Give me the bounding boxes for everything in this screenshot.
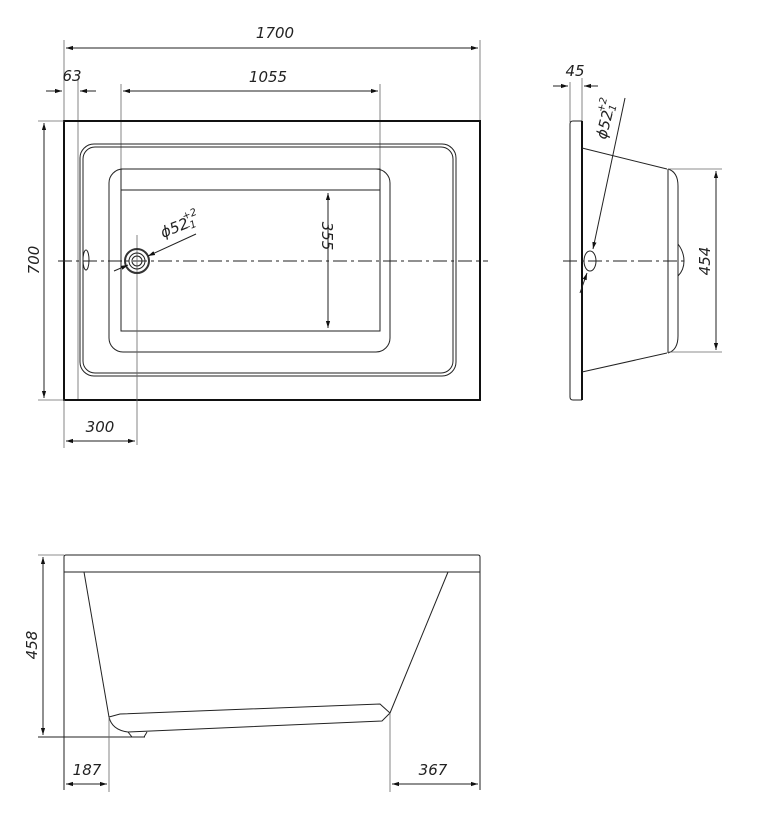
label-458: 458 [23, 631, 41, 660]
dim-height: 458 [23, 554, 145, 738]
dim-overall-length: 1700 [63, 24, 481, 120]
label-367: 367 [419, 761, 448, 779]
dim-rim-offset: 63 [46, 67, 96, 400]
drain-icon [124, 235, 150, 445]
label-355: 355 [318, 222, 336, 251]
dim-left-offset: 187 [66, 717, 110, 792]
label-1055: 1055 [249, 68, 287, 86]
side-view: 45 454 ϕ52 +2 -1 [553, 62, 722, 401]
label-63: 63 [62, 67, 81, 85]
label-187: 187 [73, 761, 102, 779]
label-1700: 1700 [256, 24, 294, 42]
top-view: 1700 63 1055 [25, 24, 488, 448]
dim-right-offset: 367 [389, 713, 478, 792]
svg-text:+2: +2 [181, 207, 199, 223]
drain-side-icon [583, 250, 597, 272]
label-454: 454 [696, 247, 714, 276]
dim-bottom-width: 454 [668, 168, 722, 353]
svg-text:-1: -1 [185, 219, 198, 233]
dim-inner-width: 355 [318, 193, 336, 328]
svg-text:-1: -1 [606, 104, 619, 116]
dim-overall-width: 700 [25, 120, 64, 401]
overflow-icon [82, 249, 90, 271]
svg-text:+2: +2 [596, 96, 610, 113]
dim-inner-length: 1055 [120, 68, 381, 330]
dim-side-drain-diameter: ϕ52 +2 -1 [579, 96, 626, 294]
label-300: 300 [86, 418, 115, 436]
dim-drain-offset: 300 [63, 400, 135, 448]
front-view: 458 187 367 [23, 554, 481, 792]
label-45: 45 [565, 62, 584, 80]
dim-rim-thickness: 45 [553, 62, 598, 122]
label-700: 700 [25, 246, 43, 275]
